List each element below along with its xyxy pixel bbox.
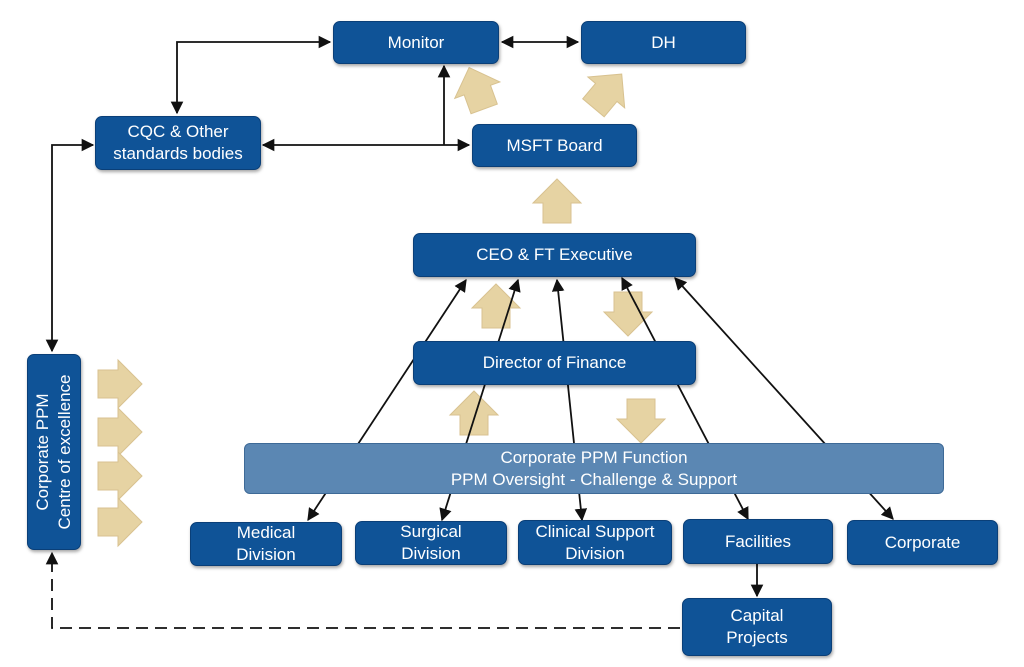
cqc-centre-connector	[45, 138, 95, 353]
block-arrow-icon	[97, 359, 143, 409]
surgical-division-node: Surgical Division	[355, 521, 507, 565]
medical-division-node: Medical Division	[190, 522, 342, 566]
block-arrow-icon	[616, 398, 666, 444]
msft-board-label: MSFT Board	[506, 135, 603, 155]
monitor-label: Monitor	[387, 32, 445, 52]
ppm-function-title: Corporate PPM Function	[500, 447, 688, 467]
block-arrow-icon	[449, 390, 499, 436]
capital-label-line2: Projects	[726, 628, 788, 647]
block-arrow-icon	[574, 58, 641, 124]
capital-label-line1: Capital	[730, 606, 784, 625]
clinical-label-line1: Clinical Support	[535, 521, 655, 541]
capital-centre-connector	[45, 551, 680, 629]
cqc-label-line1: CQC & Other	[127, 122, 229, 141]
block-arrow-icon	[471, 283, 521, 329]
corporate-label: Corporate	[884, 532, 961, 552]
block-arrow-icon	[603, 291, 653, 337]
block-arrow-icon	[97, 497, 143, 547]
centre-of-excellence-label: Corporate PPM Centre of excellence	[29, 362, 79, 542]
msft-board-node: MSFT Board	[472, 124, 637, 167]
monitor-node: Monitor	[333, 21, 499, 64]
ceo-label: CEO & FT Executive	[476, 245, 633, 264]
centre-of-excellence-node: Corporate PPM Centre of excellence	[27, 354, 81, 550]
cqc-label-line2: standards bodies	[113, 144, 243, 163]
centre-label-line1: Corporate PPM	[33, 393, 52, 511]
monitor-cqc-connector	[170, 35, 332, 115]
block-arrow-icon	[446, 58, 508, 118]
cqc-node: CQC & Other standards bodies	[95, 116, 261, 170]
block-arrow-icon	[97, 407, 143, 457]
dh-node: DH	[581, 21, 746, 64]
medical-label-line1: Medical	[236, 523, 296, 542]
block-arrow-icon	[97, 451, 143, 501]
ppm-function-band: Corporate PPM Function PPM Oversight - C…	[244, 443, 944, 494]
ppm-function-subtitle: PPM Oversight - Challenge & Support	[450, 469, 738, 489]
clinical-label-line2: Division	[565, 543, 625, 563]
block-arrow-icon	[532, 178, 582, 224]
facilities-label: Facilities	[724, 531, 792, 551]
medical-label-line2: Division	[236, 545, 296, 564]
director-of-finance-label: Director of Finance	[482, 353, 627, 372]
clinical-support-division-node: Clinical Support Division	[518, 520, 672, 565]
surgical-label-line2: Division	[401, 544, 461, 563]
ceo-node: CEO & FT Executive	[413, 233, 696, 277]
centre-label-line2: Centre of excellence	[55, 374, 74, 530]
facilities-node: Facilities	[683, 519, 833, 564]
surgical-label-line1: Surgical	[400, 522, 462, 541]
corporate-node: Corporate	[847, 520, 998, 565]
capital-projects-node: Capital Projects	[682, 598, 832, 656]
dh-label: DH	[651, 32, 676, 52]
director-of-finance-node: Director of Finance	[413, 341, 696, 385]
